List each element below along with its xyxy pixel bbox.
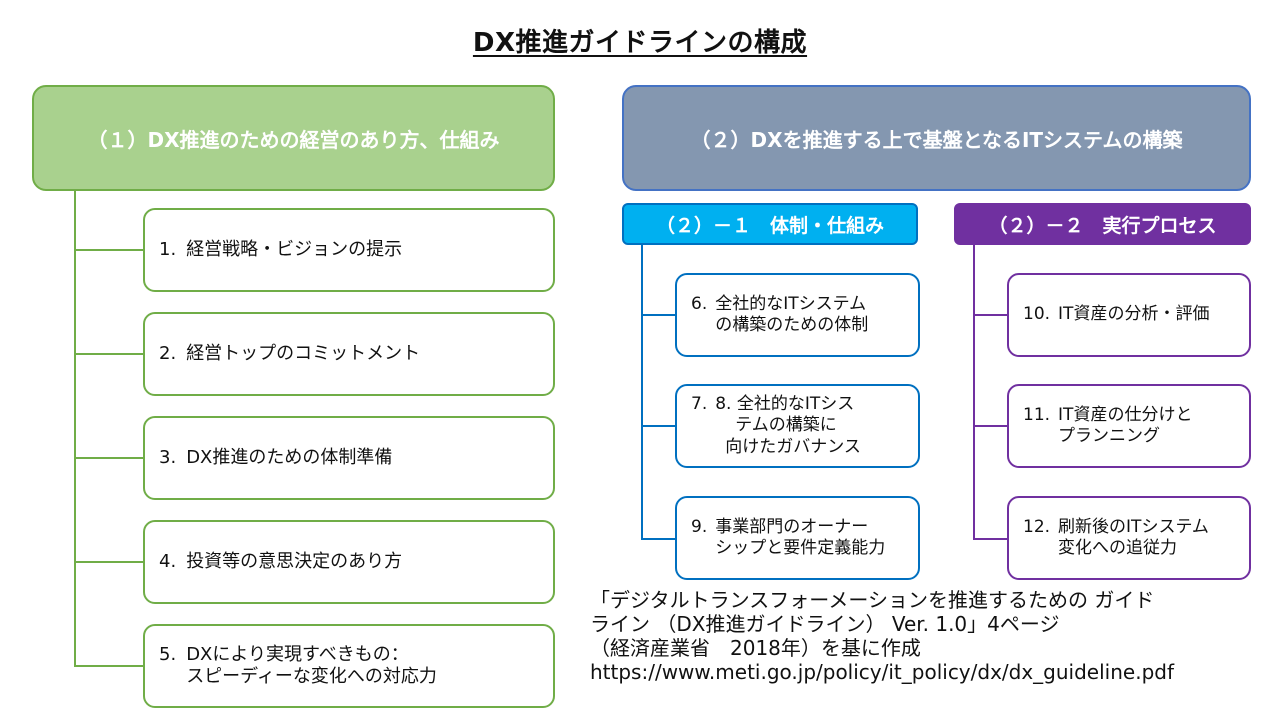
item-7-8-box: 7. 8. 全社的なITシス テムの構築に 向けたガバナンス: [675, 384, 920, 468]
credit-line: ライン （DX推進ガイドライン） Ver. 1.0」4ページ: [590, 612, 1060, 636]
subsection-2-2-header: （２）－２ 実行プロセス: [954, 203, 1251, 245]
subsection-2-1-trunk-line: [641, 245, 643, 540]
subsection-2-1-branch-line: [641, 538, 675, 540]
item-text: の構築のための体制: [715, 315, 869, 335]
item-number: 6.: [691, 293, 708, 314]
item-2-box: 2. 経営トップのコミットメント: [143, 312, 555, 396]
item-text: 向けたガバナンス: [725, 436, 861, 457]
item-text: 経営トップのコミットメント: [186, 342, 421, 364]
credit-line: （経済産業省 2018年）を基に作成: [590, 636, 921, 660]
item-text: 事業部門のオーナー: [715, 516, 869, 537]
item-text: 投資等の意思決定のあり方: [186, 550, 403, 572]
item-text: スピーディーな変化への対応力: [186, 666, 437, 687]
item-text: IT資産の仕分けと: [1058, 404, 1193, 425]
credit-url-link[interactable]: https://www.meti.go.jp/policy/it_policy/…: [590, 660, 1174, 684]
source-credit: 「デジタルトランスフォーメーションを推進するための ガイド ライン （DX推進ガ…: [590, 588, 1270, 684]
item-3-box: 3. DX推進のための体制準備: [143, 416, 555, 500]
section1-header: （１）DX推進のための経営のあり方、仕組み: [32, 85, 555, 191]
section1-branch-line: [74, 249, 143, 251]
item-text: プランニング: [1058, 426, 1161, 446]
subsection-2-1-branch-line: [641, 314, 675, 316]
item-number: 5.: [159, 643, 177, 665]
section1-branch-line: [74, 353, 143, 355]
item-number: 2.: [159, 342, 177, 364]
subsection-2-1-branch-line: [641, 425, 675, 427]
item-text: テムの構築に: [735, 415, 837, 436]
item-text: 刷新後のITシステム: [1058, 516, 1209, 537]
section1-trunk-line: [74, 191, 76, 667]
item-12-box: 12. 刷新後のITシステム 変化への追従力: [1007, 496, 1251, 580]
item-number: 3.: [159, 446, 177, 468]
item-number: 1.: [159, 238, 177, 260]
page-title: DX推進ガイドラインの構成: [472, 28, 808, 58]
item-9-box: 9. 事業部門のオーナー シップと要件定義能力: [675, 496, 920, 580]
section1-branch-line: [74, 457, 143, 459]
subsection-2-2-branch-line: [973, 538, 1007, 540]
item-4-box: 4. 投資等の意思決定のあり方: [143, 520, 555, 604]
subsection-2-2-branch-line: [973, 425, 1007, 427]
item-number: 10.: [1023, 304, 1051, 325]
subsection-2-1-header: （２）－１ 体制・仕組み: [622, 203, 918, 245]
subsection-2-2-branch-line: [973, 314, 1007, 316]
subsection-2-2-trunk-line: [973, 245, 975, 540]
section1-branch-line: [74, 665, 143, 667]
item-5-box: 5. DXにより実現すべきもの： スピーディーな変化への対応力: [143, 624, 555, 708]
item-text: 変化への追従力: [1058, 538, 1178, 558]
item-6-box: 6. 全社的なITシステム の構築のための体制: [675, 273, 920, 357]
item-text: DX推進のための体制準備: [186, 446, 393, 468]
item-text: シップと要件定義能力: [715, 538, 886, 558]
item-text: 全社的なITシステム: [715, 293, 867, 314]
item-number: 12.: [1023, 516, 1051, 537]
item-11-box: 11. IT資産の仕分けと プランニング: [1007, 384, 1251, 468]
item-text: 経営戦略・ビジョンの提示: [186, 238, 403, 260]
item-number: 11.: [1023, 404, 1051, 425]
section2-header: （２）DXを推進する上で基盤となるITシステムの構築: [622, 85, 1251, 191]
item-number: 9.: [691, 516, 708, 537]
item-number: 7.: [691, 394, 708, 415]
credit-line: 「デジタルトランスフォーメーションを推進するための ガイド: [590, 588, 1155, 612]
item-10-box: 10. IT資産の分析・評価: [1007, 273, 1251, 357]
item-1-box: 1. 経営戦略・ビジョンの提示: [143, 208, 555, 292]
item-text: 8. 全社的なITシス: [715, 394, 855, 415]
section1-branch-line: [74, 561, 143, 563]
item-text: DXにより実現すべきもの：: [186, 643, 409, 665]
item-number: 4.: [159, 550, 177, 572]
item-text: IT資産の分析・評価: [1058, 304, 1210, 325]
